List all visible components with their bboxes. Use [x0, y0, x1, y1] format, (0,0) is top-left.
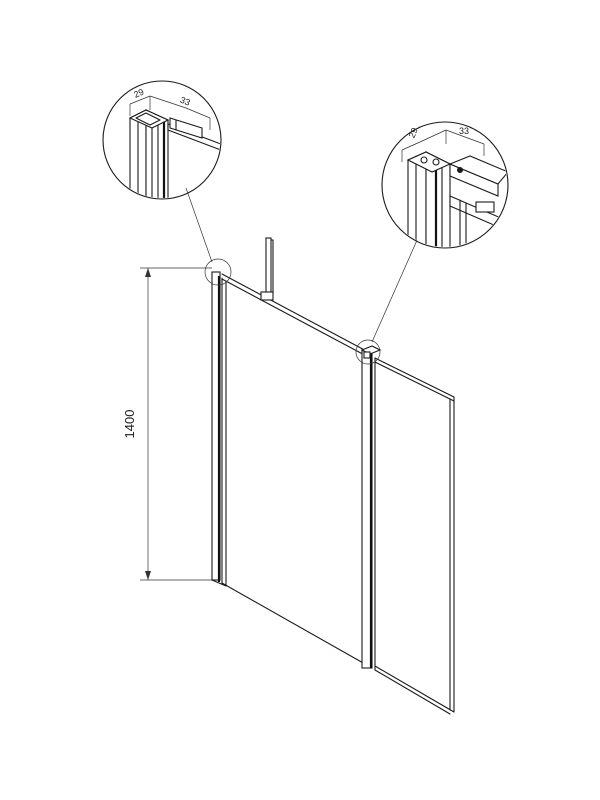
detail-left-dim-b: 33 [179, 95, 192, 108]
height-dimension-label: 1400 [122, 410, 137, 439]
fixed-glass-panel [221, 273, 373, 669]
detail-ref-circle-right [355, 339, 381, 365]
detail-left-dim-a: 29 [132, 87, 145, 100]
wall-profile [211, 271, 227, 587]
stabiliser-bar [260, 237, 274, 301]
swing-glass-panel [374, 357, 455, 715]
leader-line-left [185, 187, 213, 263]
detail-right-dim-a: 29 [407, 126, 420, 139]
height-dimension: 1400 [122, 267, 216, 581]
leader-line-right [371, 237, 419, 343]
detail-callout-right: 29 33 [381, 121, 509, 249]
detail-ref-circle-left [204, 258, 232, 286]
hinge-profile [360, 345, 382, 671]
detail-callout-left: 29 33 [102, 80, 222, 200]
detail-right-dim-b: 33 [459, 126, 469, 136]
